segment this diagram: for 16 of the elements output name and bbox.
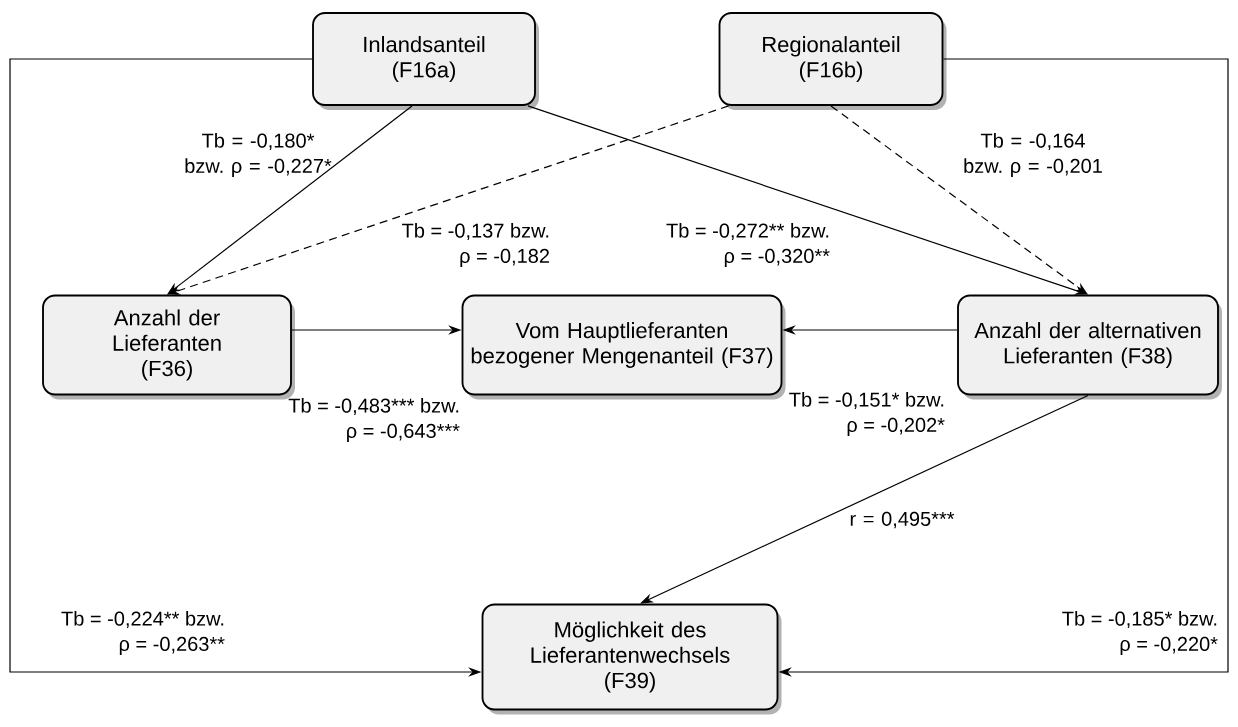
process-box: Regionalanteil (F16b) — [718, 12, 947, 110]
process-box: Inlandsanteil (F16a) — [312, 12, 539, 110]
arrow — [167, 105, 413, 295]
edge-label: r = 0,495*** — [850, 511, 955, 529]
edge-label: Tb = -0,483*** bzw. ρ = -0,643*** — [288, 398, 460, 442]
edge-label: Tb = -0,272** bzw. ρ = -0,320** — [666, 223, 830, 267]
process-box: Möglichkeit des Lieferantenwechsels (F39) — [481, 603, 782, 715]
edge-label: Tb = -0,180* bzw. ρ = -0,227* — [185, 133, 332, 177]
arrow — [830, 105, 1088, 295]
process-box: Vom Hauptlieferanten bezogener Mengenanteil (F37) — [461, 294, 786, 400]
process-box: Anzahl der alternativen Lieferanten (F38) — [957, 294, 1222, 400]
edge-label: Tb = -0,185* bzw. ρ = -0,220* — [1062, 611, 1218, 655]
edge-label: Tb = -0,164 bzw. ρ = -0,201 — [964, 133, 1102, 177]
edge-label: Tb = -0,137 bzw. ρ = -0,182 — [402, 223, 549, 267]
edge-label: Tb = -0,224** bzw. ρ = -0,263** — [61, 611, 225, 655]
edge-label: Tb = -0,151* bzw. ρ = -0,202* — [789, 392, 945, 436]
